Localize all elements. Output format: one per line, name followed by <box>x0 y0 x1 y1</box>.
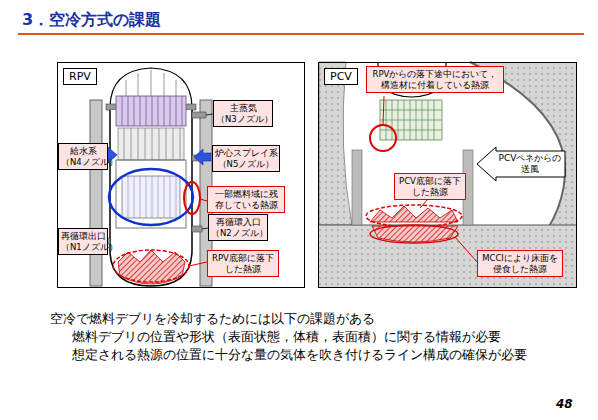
steam-separator <box>118 128 184 160</box>
separator-tubes <box>124 128 180 160</box>
leader-line <box>206 114 213 115</box>
core-region <box>122 176 180 218</box>
callout-text: 一部燃料域に残存している熱源 <box>215 189 278 210</box>
slide-title: 3．空冷方式の課題 <box>22 10 161 30</box>
mcci-debris <box>372 226 458 242</box>
callout-text: 給水系 （N4ノズル） <box>61 146 118 167</box>
heat-source-callout: RPV底部に落下した熱源 <box>207 250 279 277</box>
debris-ellipse <box>366 205 462 227</box>
nozzle-callout: 主蒸気 （N3ノズル） <box>213 100 273 127</box>
leader-line <box>455 237 477 262</box>
shield-wall <box>90 100 102 286</box>
nozzle-callout: 給水系 （N4ノズル） <box>58 143 108 170</box>
leader-line <box>189 262 207 266</box>
dryer-vanes <box>122 96 182 126</box>
callout-text: RPVからの落下途中において，構造材に付着している熱源 <box>373 69 498 90</box>
attached-heat-mark <box>370 125 396 151</box>
body-text-line: 燃料デブリの位置や形状（表面状態，体積，表面積）に関する情報が必要 <box>72 329 501 345</box>
containment-concrete <box>470 62 576 287</box>
body-text-line: 空冷で燃料デブリを冷却するためには以下の課題がある <box>50 311 375 327</box>
pedestal-wall <box>352 150 362 225</box>
nozzle-callout: 炉心スプレイ系 （N5ノズル） <box>212 145 280 172</box>
heat-source-callout: MCCIにより床面を侵食した熱源 <box>477 250 563 277</box>
fuel-region-ellipse <box>109 169 193 225</box>
panel-label: RPV <box>63 68 97 85</box>
nozzle-n3 <box>192 112 206 118</box>
nozzle-callout: 再循環入口 （N2ノズル） <box>208 214 268 241</box>
callout-text: 再循環入口 （N2ノズル） <box>211 217 268 238</box>
steam-dryer <box>116 96 186 126</box>
nozzle-n2 <box>192 226 202 232</box>
pedestal-floor <box>319 225 576 287</box>
heat-source-callout: RPVからの落下途中において，構造材に付着している熱源 <box>366 66 504 93</box>
airflow-arrow-callout: PCVペネからの送風 <box>476 146 566 182</box>
heat-source-callout: PCV底部に落下した熱源 <box>394 173 466 200</box>
leader-line <box>420 199 428 208</box>
heat-source-callout: 一部燃料域に残存している熱源 <box>207 186 285 213</box>
mcci-ellipse <box>370 225 458 243</box>
crd-housings <box>380 100 442 140</box>
leader-line <box>383 96 384 125</box>
debris-ellipse <box>113 250 189 282</box>
leader-line <box>200 199 207 201</box>
callout-text: 再循環出口 （N1ノズル） <box>61 231 118 252</box>
nozzle-callout: 再循環出口 （N1ノズル） <box>58 228 108 255</box>
callout-text: MCCIにより床面を侵食した熱源 <box>482 253 558 274</box>
callout-text: 主蒸気 （N3ノズル） <box>216 103 273 124</box>
containment-concrete <box>319 62 352 225</box>
page-number: 48 <box>556 397 573 411</box>
callout-text: RPV底部に落下した熱源 <box>212 253 274 274</box>
callout-text: 炉心スプレイ系 （N5ノズル） <box>215 148 278 169</box>
crd-grid <box>380 100 442 140</box>
body-text-line: 想定される熱源の位置に十分な量の気体を吹き付けるライン構成の確保が必要 <box>72 347 527 363</box>
arrow-shape <box>477 147 565 181</box>
panel-box: PCV RPVからの落下途中において，構造材に付着している熱源 PCVペネからの送風… <box>318 62 577 288</box>
panel-label: PCV <box>324 68 358 85</box>
pcv-floor-debris <box>370 206 458 222</box>
drywell-shell <box>470 62 565 287</box>
title-underline <box>18 33 584 35</box>
fuel-bundles <box>128 176 176 218</box>
callout-text: PCVペネからの送風 <box>498 153 562 175</box>
callout-text: PCV底部に落下した熱源 <box>399 176 461 197</box>
vessel-body <box>110 110 192 286</box>
air-inflow-arrow <box>194 149 211 165</box>
residual-heat-mark <box>184 182 200 214</box>
panel-box: RPV 主蒸気 （N3ノズル） 給水系 （N4ノズル） 炉心スプレイ系 （N5ノズル）… <box>57 62 305 288</box>
